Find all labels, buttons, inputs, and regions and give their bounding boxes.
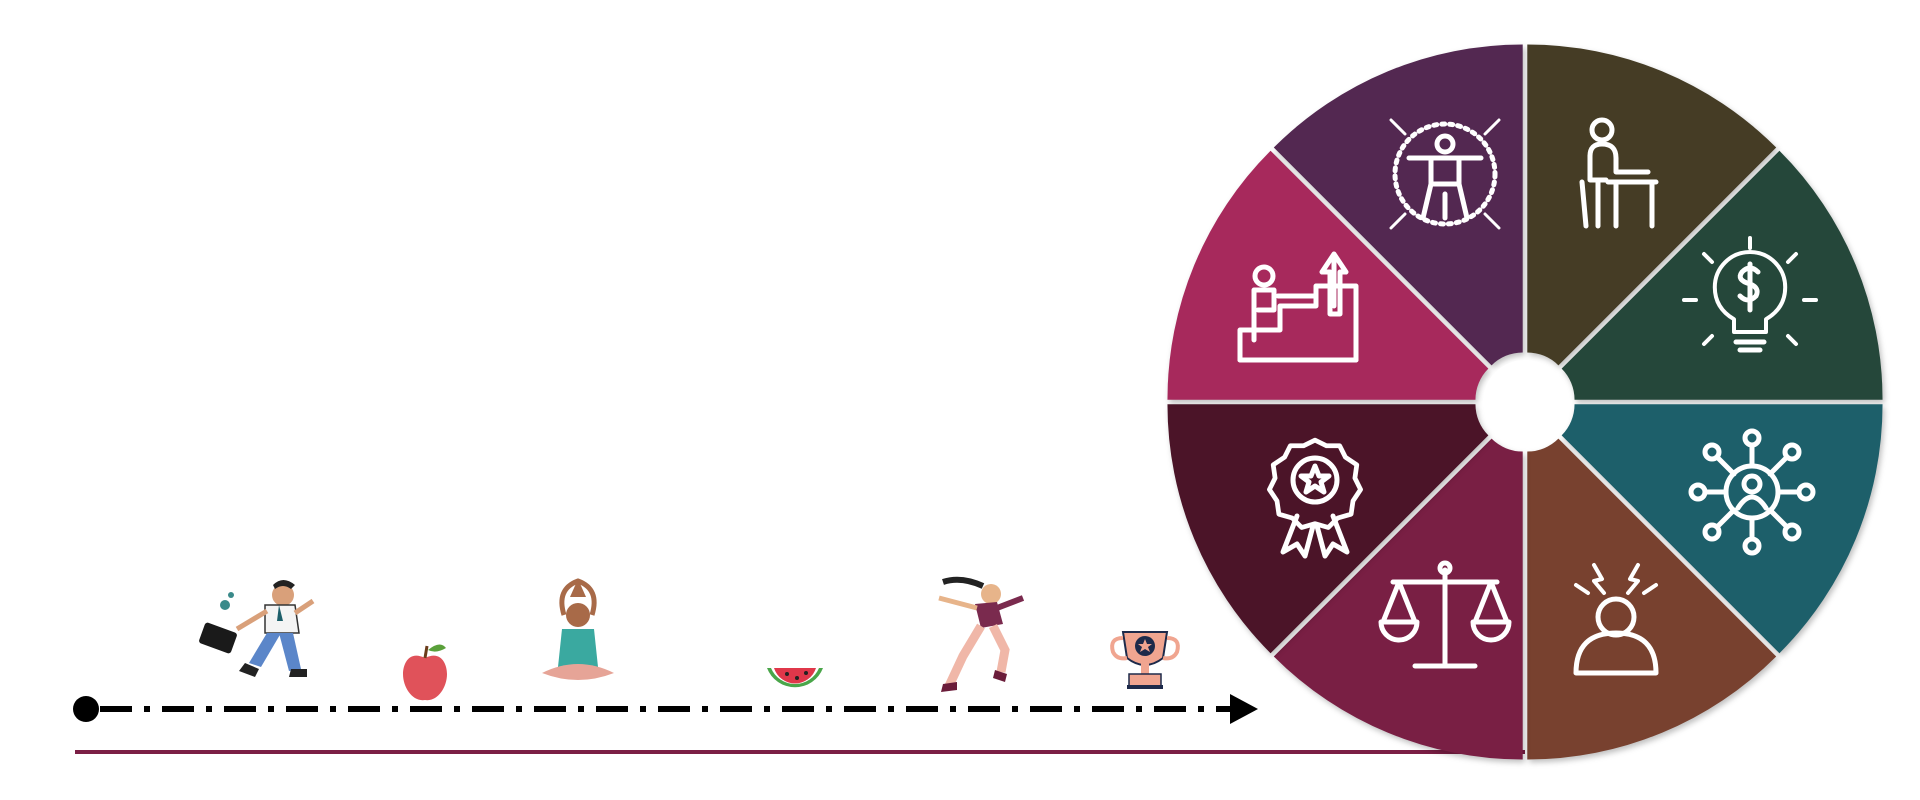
businessman-running-figure — [199, 580, 315, 677]
balance-scale-icon — [1378, 560, 1512, 669]
vitruvian-body-icon — [1389, 118, 1501, 230]
arrow-head-icon — [1230, 694, 1258, 724]
watermelon-slice-icon — [767, 668, 823, 688]
wheel-segment-stressed-person — [1527, 438, 1777, 760]
wheel-icons — [1237, 117, 1818, 676]
steps-growth-icon — [1237, 251, 1359, 363]
trophy-icon — [1110, 631, 1180, 689]
network-person-icon — [1688, 428, 1816, 556]
timeline-arrow — [73, 694, 1258, 724]
stressed-person-icon — [1573, 563, 1659, 676]
lightbulb-dollar-icon — [1682, 236, 1818, 353]
start-marker-icon — [73, 696, 99, 722]
wheel-hub — [1483, 360, 1567, 444]
woman-sprinting-figure — [938, 576, 1025, 692]
apple-icon — [403, 644, 447, 701]
award-ribbon-icon — [1267, 437, 1363, 559]
wheel-segment-balance-scale — [1273, 438, 1523, 760]
person-at-desk-icon — [1579, 117, 1659, 229]
wheel-segment-lightbulb-dollar — [1561, 150, 1883, 400]
meditating-person-figure — [542, 578, 614, 680]
wheel-segment-network-person — [1561, 404, 1883, 654]
wheel-diagram — [1167, 44, 1883, 760]
